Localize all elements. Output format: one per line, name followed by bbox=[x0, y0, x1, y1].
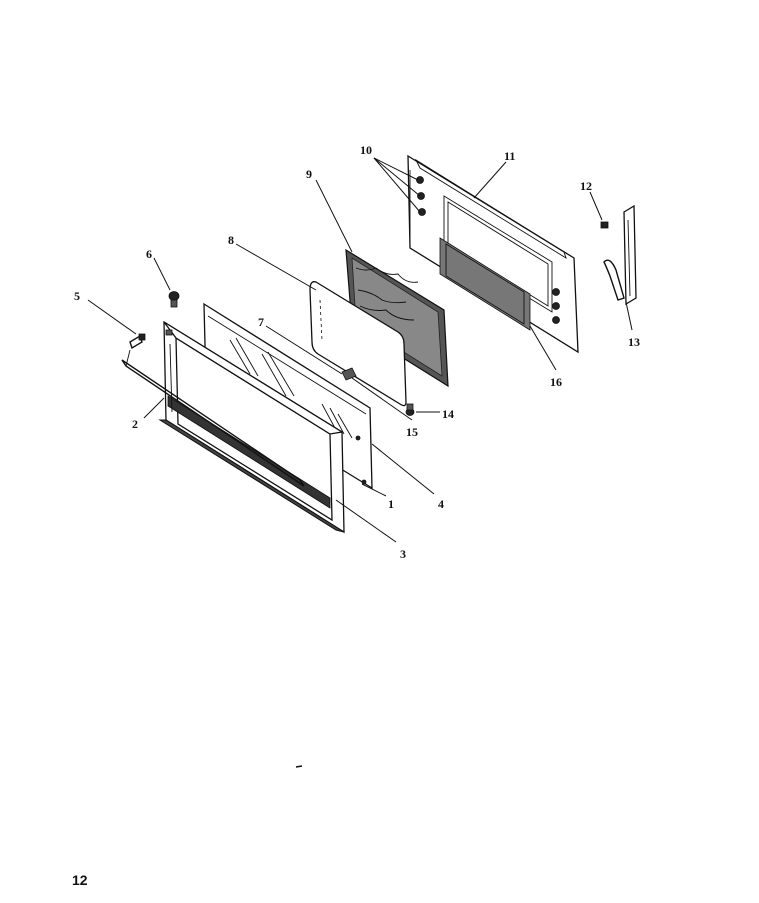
hinge-part bbox=[603, 204, 637, 306]
insulation-part bbox=[345, 248, 449, 388]
callout-15: 15 bbox=[406, 425, 418, 439]
stray-mark bbox=[295, 765, 303, 768]
page-number: 12 bbox=[72, 872, 88, 888]
callout-3: 3 bbox=[400, 547, 406, 561]
callout-11: 11 bbox=[504, 149, 515, 163]
callout-4: 4 bbox=[438, 497, 444, 511]
door-liner-part bbox=[407, 154, 579, 354]
callout-1: 1 bbox=[388, 497, 394, 511]
callout-9: 9 bbox=[306, 167, 312, 181]
callout-16: 16 bbox=[550, 375, 562, 389]
screw-6-part bbox=[168, 291, 180, 308]
callout-14: 14 bbox=[442, 407, 454, 421]
callout-12: 12 bbox=[580, 179, 592, 193]
screw-14-part bbox=[405, 403, 415, 416]
screw-12-part bbox=[600, 221, 609, 229]
callout-13: 13 bbox=[628, 335, 640, 349]
callout-2: 2 bbox=[132, 417, 138, 431]
handle-part bbox=[121, 334, 305, 487]
screw-5-part bbox=[138, 333, 146, 341]
callout-10: 10 bbox=[360, 143, 372, 157]
leader-lines bbox=[87, 157, 633, 543]
clip-part bbox=[341, 367, 357, 381]
callout-8: 8 bbox=[228, 233, 234, 247]
callout-5: 5 bbox=[74, 289, 80, 303]
callout-6: 6 bbox=[146, 247, 152, 261]
callout-7: 7 bbox=[258, 315, 264, 329]
